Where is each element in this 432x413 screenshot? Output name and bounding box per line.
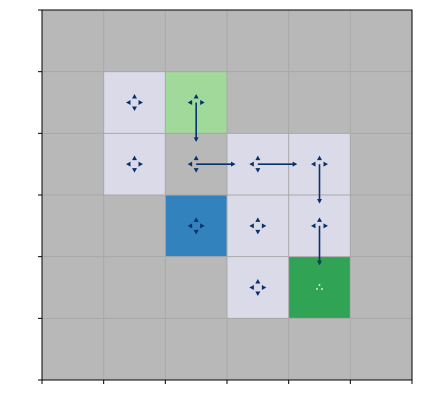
arrow-head-right bbox=[323, 223, 328, 229]
arrow-head-right bbox=[261, 285, 267, 290]
arrow-head-left bbox=[311, 223, 316, 229]
arrow-head-up bbox=[317, 155, 322, 161]
arrow-head-right bbox=[138, 100, 143, 105]
arrow-head-up bbox=[132, 94, 137, 99]
goal-marker-dot bbox=[321, 288, 323, 290]
arrow-head-down bbox=[193, 168, 199, 173]
arrow-head-down bbox=[132, 106, 137, 111]
cell-state-r2c1 bbox=[103, 133, 166, 195]
arrow-head-left bbox=[187, 223, 193, 229]
cell-goal-r4c4 bbox=[288, 256, 351, 319]
arrow-head-down bbox=[132, 168, 137, 173]
arrow-head-up bbox=[255, 279, 261, 284]
arrow-head-down bbox=[317, 260, 322, 266]
arrow-head-right bbox=[200, 223, 205, 229]
axis-ticks bbox=[38, 9, 413, 384]
arrow-head-right bbox=[292, 161, 298, 167]
cell-state-r4c3 bbox=[227, 256, 289, 319]
arrow-head-right bbox=[323, 161, 328, 167]
grid-lines bbox=[42, 10, 412, 380]
cell-state-r1c1 bbox=[103, 71, 166, 134]
arrow-head-left bbox=[249, 161, 254, 167]
arrow-head-left bbox=[311, 161, 316, 167]
arrow-head-right bbox=[138, 161, 143, 167]
arrow-head-up bbox=[317, 217, 322, 222]
goal-marker-dot bbox=[318, 284, 321, 286]
arrow-head-down bbox=[317, 199, 322, 204]
arrow-head-left bbox=[187, 161, 193, 167]
arrow-head-down bbox=[255, 168, 261, 173]
arrow-head-up bbox=[132, 155, 137, 161]
arrow-head-right bbox=[231, 161, 236, 167]
arrow-head-right bbox=[261, 223, 267, 229]
arrow-head-left bbox=[126, 161, 131, 167]
arrow-head-up bbox=[193, 94, 199, 99]
cell-state-r3c3 bbox=[227, 195, 289, 257]
arrow-head-up bbox=[255, 155, 261, 161]
arrow-head-down bbox=[193, 137, 199, 142]
arrow-head-down bbox=[255, 291, 261, 296]
arrow-head-left bbox=[249, 223, 254, 229]
cells-layer bbox=[103, 71, 351, 319]
arrow-head-left bbox=[249, 285, 254, 290]
arrow-head-down bbox=[193, 229, 199, 235]
arrow-head-left bbox=[187, 100, 193, 105]
arrow-head-up bbox=[255, 217, 261, 222]
arrow-head-left bbox=[126, 100, 131, 105]
arrow-head-down bbox=[255, 229, 261, 235]
cell-agent-r3c2 bbox=[165, 195, 227, 257]
goal-marker-dot bbox=[316, 288, 318, 290]
policy-arrows bbox=[126, 94, 328, 296]
plot-frame bbox=[41, 9, 413, 381]
arrow-head-up bbox=[193, 217, 199, 222]
arrow-head-right bbox=[200, 100, 205, 105]
arrow-head-up bbox=[193, 155, 199, 161]
